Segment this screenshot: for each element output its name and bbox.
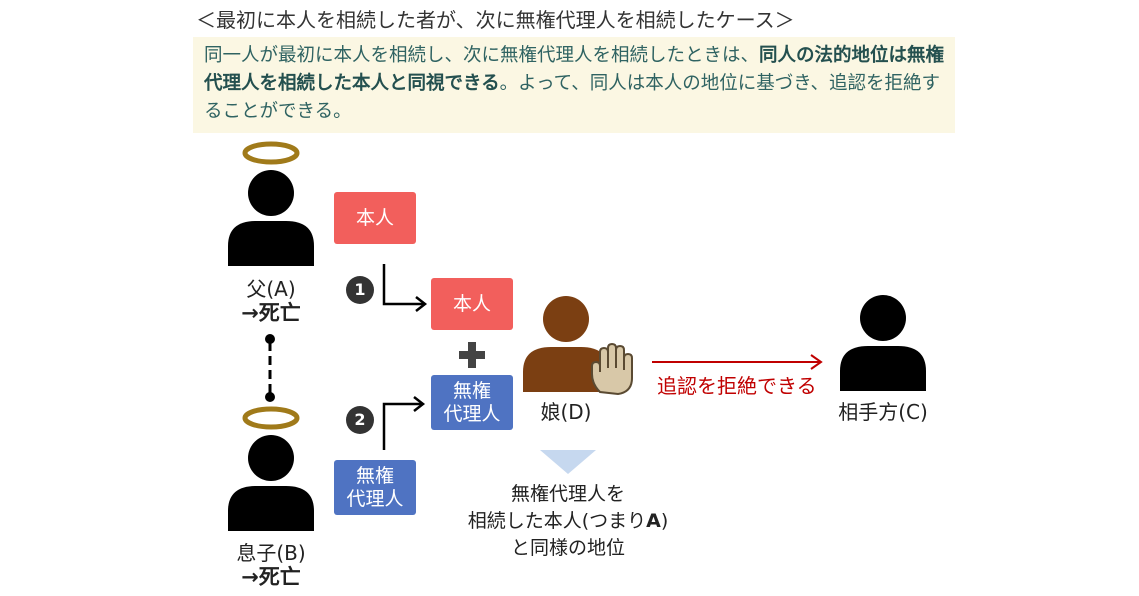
agent-box-bottom-line1: 無権 (355, 464, 394, 487)
status-note: 無権代理人を 相続した本人(つまりA) と同様の地位 (452, 481, 684, 562)
raised-hand-icon (591, 342, 633, 396)
arrow-icon (382, 396, 426, 450)
step-2-badge: 2 (346, 406, 374, 434)
father-label: 父(A) →死亡 (216, 277, 326, 325)
person-icon (840, 295, 926, 391)
father-status: →死亡 (241, 301, 301, 325)
arrow-icon (652, 354, 823, 370)
son-label: 息子(B) →死亡 (216, 541, 326, 589)
status-note-line2-suffix: ) (660, 510, 669, 532)
status-note-line2: 相続した本人(つまりA) (452, 508, 684, 535)
person-icon (228, 435, 314, 531)
summary-emphasis: 同人の法的地位は無権代理人を相続した本人と同視できる (204, 45, 945, 94)
son-name: 息子(B) (236, 541, 306, 565)
daughter-label: 娘(D) (540, 400, 592, 424)
person-icon (523, 296, 609, 392)
step-1-badge: 1 (346, 276, 374, 304)
father-name: 父(A) (246, 277, 296, 301)
summary-text: 同一人が最初に本人を相続し、次に無権代理人を相続したときは、 (204, 45, 760, 66)
status-note-line2-prefix: 相続した本人(つまり (467, 510, 647, 532)
agent-box-middle-line1: 無権 (452, 379, 491, 402)
arrow-icon (382, 264, 428, 312)
status-note-line3: と同様の地位 (510, 537, 625, 559)
agent-box-bottom: 無権 代理人 (334, 460, 416, 515)
agent-box-bottom-line2: 代理人 (346, 487, 404, 510)
plus-sign (455, 338, 489, 372)
agent-box-middle: 無権 代理人 (431, 375, 513, 430)
diagram-heading: ＜最初に本人を相続した者が、次に無権代理人を相続したケース＞ (196, 8, 795, 32)
halo-icon (242, 406, 300, 430)
down-triangle-icon (540, 450, 596, 474)
principal-box-top: 本人 (334, 192, 416, 244)
person-icon (228, 170, 314, 266)
lineage-connector (265, 334, 275, 402)
status-note-line1: 無権代理人を (510, 483, 625, 505)
son-status: →死亡 (241, 565, 301, 589)
agent-box-middle-line2: 代理人 (443, 402, 501, 425)
rejection-label: 追認を拒絶できる (657, 374, 817, 398)
summary-box: 同一人が最初に本人を相続し、次に無権代理人を相続したときは、同人の法的地位は無権… (193, 37, 955, 133)
summary-text-end: 。よって、同人は本人の地位に基づき、追認を拒絶することができる。 (204, 73, 940, 122)
status-note-line2-bold: A (646, 510, 661, 532)
halo-icon (242, 141, 300, 165)
counterparty-label: 相手方(C) (838, 400, 928, 424)
principal-box-middle: 本人 (431, 278, 513, 330)
